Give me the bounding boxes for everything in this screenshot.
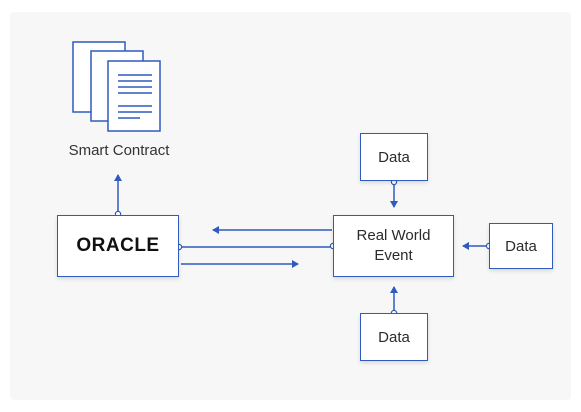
data-box-right: Data xyxy=(489,223,553,269)
data-label-top: Data xyxy=(378,148,410,166)
data-top-to-event-arrow xyxy=(390,178,398,208)
data-label-bottom: Data xyxy=(378,328,410,346)
smart-contract-label: Smart Contract xyxy=(68,142,170,159)
data-box-top: Data xyxy=(360,133,428,181)
oracle-label: ORACLE xyxy=(76,235,160,256)
oracle-box: ORACLE xyxy=(57,215,179,277)
data-label-right: Data xyxy=(505,237,537,255)
data-bottom-to-event-arrow xyxy=(390,286,398,317)
data-box-bottom: Data xyxy=(360,313,428,361)
data-right-to-event-arrow xyxy=(462,242,493,250)
oracle-event-link xyxy=(175,242,337,251)
event-label-line1: Real World xyxy=(356,227,431,244)
event-label: Real World Event xyxy=(357,226,431,266)
oracle-to-contract-arrow xyxy=(114,174,122,218)
document-stack-icon xyxy=(72,41,161,132)
event-label-line2: Event xyxy=(374,247,413,264)
real-world-event-box: Real World Event xyxy=(333,215,454,277)
